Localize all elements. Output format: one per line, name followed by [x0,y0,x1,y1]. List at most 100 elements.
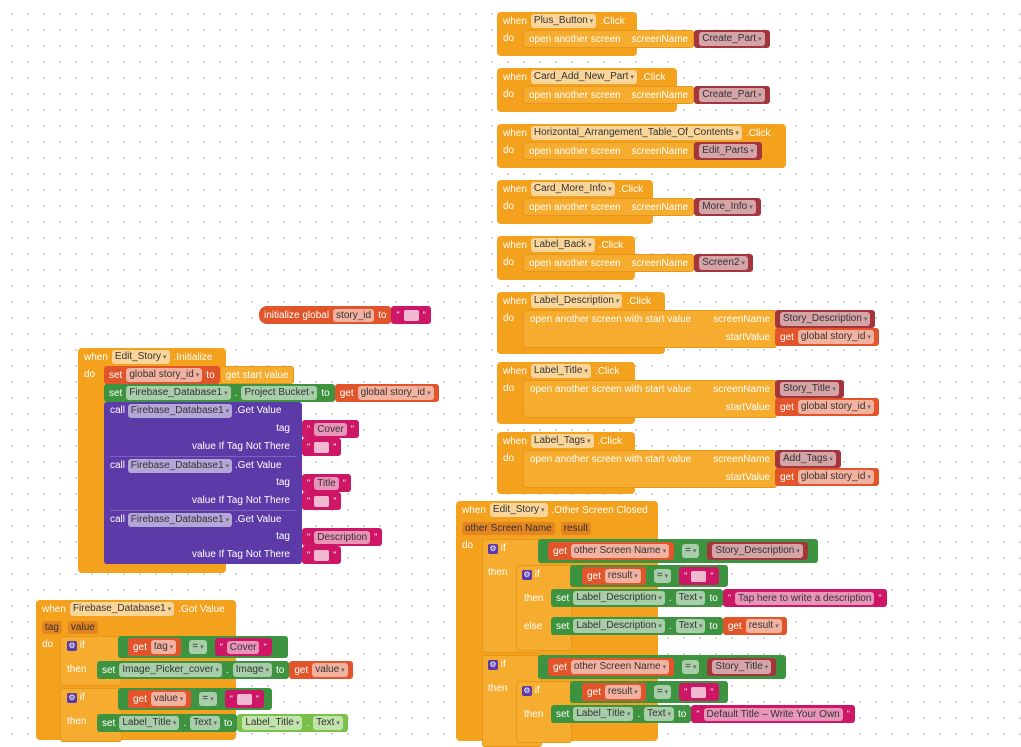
screen-dropdown[interactable]: Story_Description [780,312,871,326]
screen-dropdown[interactable]: Story_Description [712,544,803,558]
component-dropdown[interactable]: Firebase_Database1 [69,602,175,616]
operator-dropdown[interactable]: = [682,660,700,674]
variable-dropdown[interactable]: value [150,692,187,706]
screen-name-block[interactable]: Create_Part [694,86,770,104]
string-field[interactable]: Title [314,476,339,490]
param-value[interactable]: value [67,620,98,634]
variable-dropdown[interactable]: global story_id [797,330,874,344]
global-name-field[interactable]: story_id [333,308,375,322]
string-block[interactable]: "Description" [302,528,383,546]
variable-dropdown[interactable]: global story_id [126,368,203,382]
screen-dropdown[interactable]: Add_Tags [780,452,836,466]
operator-dropdown[interactable]: = [682,544,700,558]
component-dropdown[interactable]: Label_Title [573,707,634,721]
component-dropdown[interactable]: Edit_Story [489,503,548,517]
string-block[interactable]: "Tap here to write a description" [722,589,887,607]
gear-icon[interactable]: ⚙ [488,544,498,554]
variable-dropdown[interactable]: result [604,569,641,583]
variable-dropdown[interactable]: global story_id [797,400,874,414]
if-else-block[interactable]: ⚙ if then else [516,565,572,651]
param-other-screen-name[interactable]: other Screen Name [462,521,555,535]
gear-icon[interactable]: ⚙ [522,570,532,580]
variable-dropdown[interactable]: value [312,663,348,677]
open-screen-start-block[interactable]: open another screen with start value scr… [523,380,777,418]
component-dropdown[interactable]: Edit_Story [111,350,170,364]
string-field[interactable]: Tap here to write a description [735,591,875,605]
string-field[interactable] [691,570,707,582]
screen-dropdown[interactable]: Edit_Parts [699,144,757,158]
param-tag[interactable]: tag [42,620,62,634]
screen-dropdown[interactable]: Create_Part [699,88,765,102]
screen-dropdown[interactable]: Story_Title [712,660,772,674]
gear-icon[interactable]: ⚙ [522,686,532,696]
get-start-value-block[interactable]: get start value [219,366,295,384]
open-screen-start-block[interactable]: open another screen with start value scr… [523,450,777,488]
empty-string-block[interactable]: "" [679,683,719,701]
component-dropdown[interactable]: Label_Description [573,591,665,605]
component-dropdown[interactable]: Label_Title [530,364,591,378]
component-dropdown[interactable]: Label_Title [242,716,303,730]
property-dropdown[interactable]: Image [232,663,273,677]
string-field[interactable]: Description [314,530,371,544]
component-dropdown[interactable]: Firebase_Database1 [127,404,233,418]
string-field[interactable]: Cover [314,422,347,436]
component-dropdown[interactable]: Image_Picker_cover [119,663,222,677]
string-block[interactable]: "Cover" [302,420,360,438]
screen-name-block[interactable]: Screen2 [694,254,753,272]
component-dropdown[interactable]: Label_Title [119,716,180,730]
screen-name-block[interactable]: Story_Title [775,380,844,398]
variable-dropdown[interactable]: other Screen Name [570,544,670,558]
component-dropdown[interactable]: Label_Description [530,294,623,308]
property-dropdown[interactable]: Text [675,619,706,633]
string-field[interactable] [236,693,252,705]
component-dropdown[interactable]: Firebase_Database1 [127,459,233,473]
operator-dropdown[interactable]: = [199,692,217,706]
operator-dropdown[interactable]: = [653,685,672,699]
empty-string-block[interactable]: "" [302,546,342,564]
string-field[interactable] [691,686,707,698]
string-field[interactable]: Default Title – Write Your Own [703,707,843,721]
variable-dropdown[interactable]: result [604,685,641,699]
operator-dropdown[interactable]: = [653,569,672,583]
property-dropdown[interactable]: Project Bucket [241,386,318,400]
gear-icon[interactable]: ⚙ [67,641,77,651]
property-dropdown[interactable]: Text [190,716,220,730]
string-field[interactable] [314,495,330,507]
screen-name-block[interactable]: Add_Tags [775,450,841,468]
screen-name-block[interactable]: Story_Title [707,658,777,676]
screen-name-block[interactable]: Edit_Parts [694,142,762,160]
component-dropdown[interactable]: Horizontal_Arrangement_Table_Of_Contents [530,126,742,140]
string-field[interactable] [314,441,330,453]
screen-dropdown[interactable]: Create_Part [699,32,765,46]
component-dropdown[interactable]: Label_Back [530,238,595,252]
string-block[interactable]: "Default Title – Write Your Own" [691,705,855,723]
empty-string-block[interactable]: "" [302,492,342,510]
screen-name-block[interactable]: Create_Part [694,30,770,48]
empty-string-block[interactable]: "" [391,306,431,324]
string-field[interactable] [403,309,419,321]
string-field[interactable] [314,549,330,561]
